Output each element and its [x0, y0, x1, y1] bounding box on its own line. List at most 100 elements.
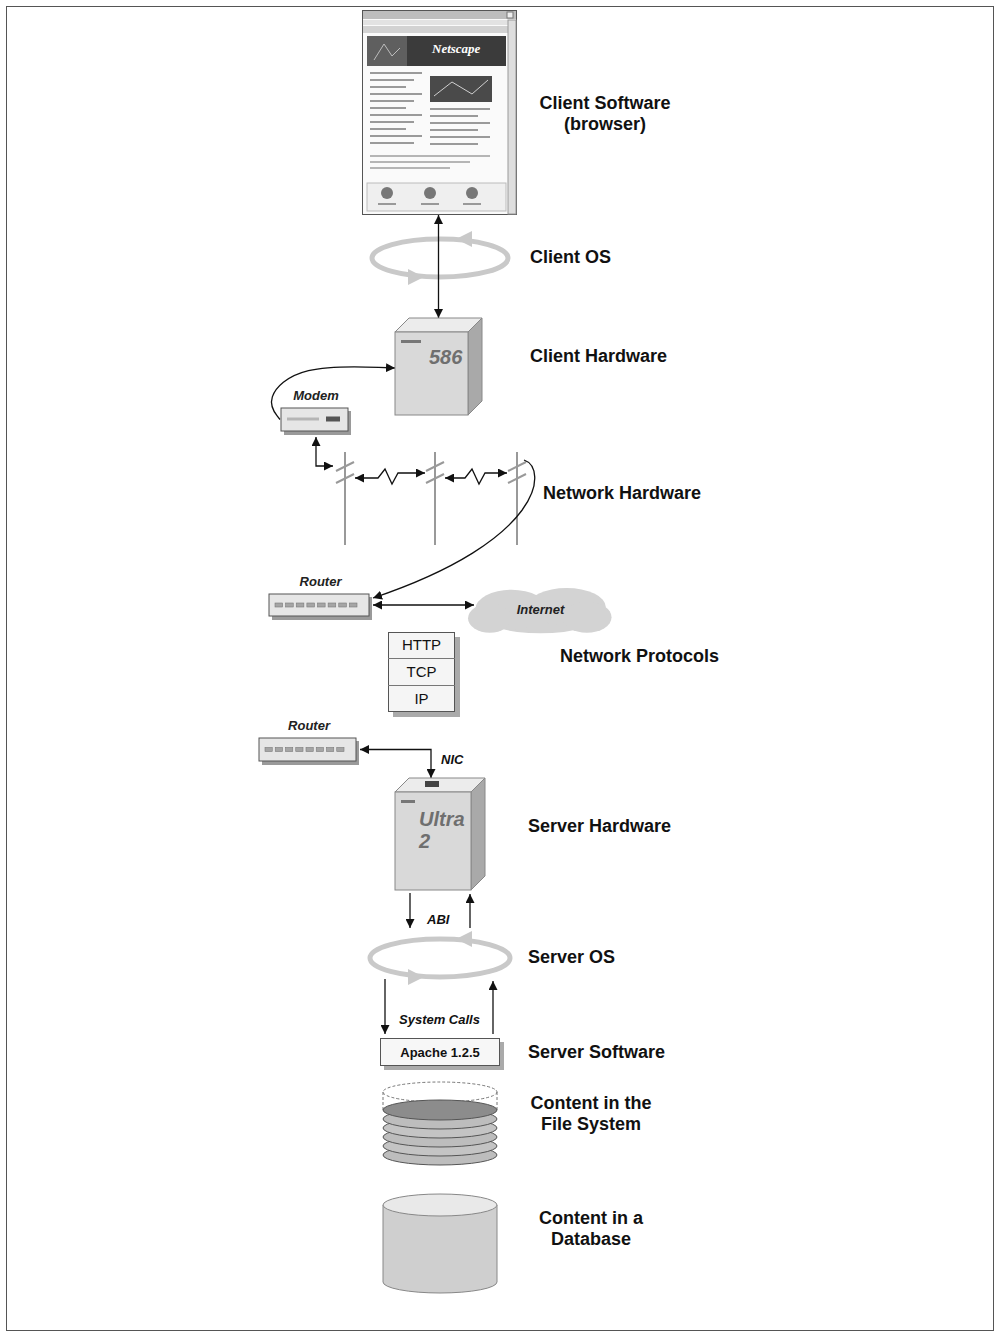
router-port: [275, 603, 283, 607]
node-shape: [395, 778, 485, 890]
database-cylinder: [383, 1205, 497, 1293]
radio-to-router-line: [373, 460, 535, 598]
router-port: [318, 603, 326, 607]
page-text-line: [370, 72, 422, 74]
figure-frame: [7, 7, 994, 1331]
page-text-line: [430, 108, 490, 110]
layer-label: Client OS: [530, 247, 611, 268]
abi-arrow: [469, 894, 470, 928]
node-label: 586: [429, 346, 462, 368]
cloud-puff: [468, 604, 512, 633]
protocol-stack-box: [389, 633, 455, 712]
router-port: [275, 748, 282, 752]
page-text-line: [370, 155, 490, 157]
system-call-arrow: [384, 979, 385, 1034]
node-content: Netscape: [362, 10, 517, 63]
page-text-line: [370, 86, 406, 88]
router-port: [316, 748, 323, 752]
connector-arrow: [360, 750, 431, 779]
database-cylinder: [383, 1194, 497, 1293]
case-front: [395, 332, 468, 415]
radio-link: [355, 469, 507, 484]
file-system-disks: [383, 1082, 497, 1165]
connector-label: NIC: [439, 752, 465, 768]
file-system-disks: [383, 1100, 497, 1120]
router-port: [286, 603, 294, 607]
page-text-line: [370, 114, 422, 116]
connector-arrow: [438, 215, 439, 318]
antenna-mast: [336, 462, 354, 471]
router-port: [265, 748, 272, 752]
router-box: Router: [268, 574, 373, 620]
toolbar-icon: [424, 187, 436, 199]
banner-picture: [374, 44, 400, 60]
browser-button-bar: [367, 183, 506, 211]
protocol-stack: HTTPTCPIP: [388, 632, 460, 717]
node-content: Apache 1.2.5: [380, 1038, 504, 1070]
node-content: Router: [268, 574, 373, 590]
router-port: [306, 748, 313, 752]
antenna-mast: [426, 462, 444, 471]
system-call-arrow: [492, 981, 493, 1034]
case-front: [395, 792, 471, 890]
case-side: [471, 778, 485, 890]
case-top: [395, 778, 485, 792]
modem-line: [316, 437, 333, 466]
node-label: Apache 1.2.5: [400, 1045, 480, 1061]
page-text-line: [370, 121, 414, 123]
window-button: [507, 12, 513, 18]
software-box-face: [381, 1039, 500, 1066]
toolbar-icon: [466, 187, 478, 199]
layer-label: Network Protocols: [560, 646, 719, 667]
layer-label: Network Hardware: [543, 483, 701, 504]
toolbar-icon-caption: [378, 203, 396, 205]
page-text-line: [370, 79, 414, 81]
router-port: [328, 603, 336, 607]
node-content: Modem: [280, 388, 352, 404]
antenna-mast: [426, 474, 444, 483]
toolbar-icon-caption: [463, 203, 481, 205]
node-label: Internet: [517, 602, 565, 618]
layer-label: Client Hardware: [530, 346, 667, 367]
client-os-ring: [456, 231, 472, 247]
node-content: Ultra 2: [395, 778, 485, 856]
router-port: [286, 748, 293, 752]
layer-label: Server Hardware: [528, 816, 671, 837]
server-computer: Ultra 2: [395, 778, 485, 890]
layer-label: Server OS: [528, 947, 615, 968]
router-port: [337, 748, 344, 752]
router-port: [307, 603, 315, 607]
page-text-line: [370, 161, 470, 163]
node-label: Router: [300, 574, 342, 590]
layer-label: Server Software: [528, 1042, 665, 1063]
node-label: Router: [288, 718, 330, 734]
page-text-line: [370, 100, 414, 102]
antenna-mast: [336, 452, 354, 545]
protocol-name: TCP: [388, 659, 455, 686]
modem-panel: [287, 418, 319, 421]
software-box: Apache 1.2.5: [380, 1038, 504, 1070]
page-image: [430, 76, 492, 102]
node-label: Modem: [293, 388, 339, 404]
interface-label: ABI: [427, 912, 449, 928]
radio-link: [445, 469, 507, 484]
protocol-name: HTTP: [388, 632, 455, 659]
server-os-ring: [370, 931, 510, 985]
page-text-line: [370, 107, 406, 109]
antenna-mast: [508, 462, 526, 471]
layer-label: Content in a Database: [515, 1208, 667, 1250]
browser-frame: [363, 11, 517, 215]
antenna-mast: [336, 474, 354, 483]
router-case: [269, 594, 369, 616]
internet-cloud-shape: [468, 588, 612, 633]
toolbar-icon: [381, 187, 393, 199]
banner-picture: [367, 36, 407, 66]
radio-link: [355, 469, 425, 484]
node-content: 586: [395, 318, 482, 372]
client-os-ring: [372, 239, 508, 277]
page-text-line: [430, 122, 490, 124]
page-text-line: [430, 129, 478, 131]
page-text-line: [370, 135, 422, 137]
node-content: HTTPTCPIP: [388, 632, 455, 712]
file-system-disks: [383, 1082, 497, 1102]
